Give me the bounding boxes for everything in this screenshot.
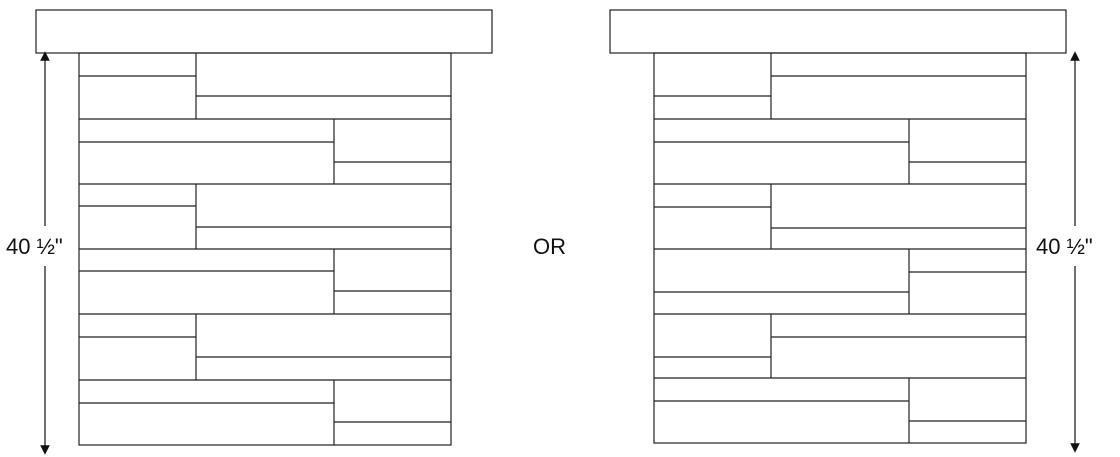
- left-cap: [35, 9, 493, 54]
- right-cap: [609, 9, 1067, 54]
- right-dimension-label: 40 ½": [1036, 234, 1093, 259]
- left-pillar: [35, 9, 493, 446]
- right-pillar: [609, 9, 1067, 444]
- left-dimension-label: 40 ½": [6, 234, 63, 259]
- right-column-outline: [653, 52, 1027, 444]
- or-label: OR: [533, 234, 566, 259]
